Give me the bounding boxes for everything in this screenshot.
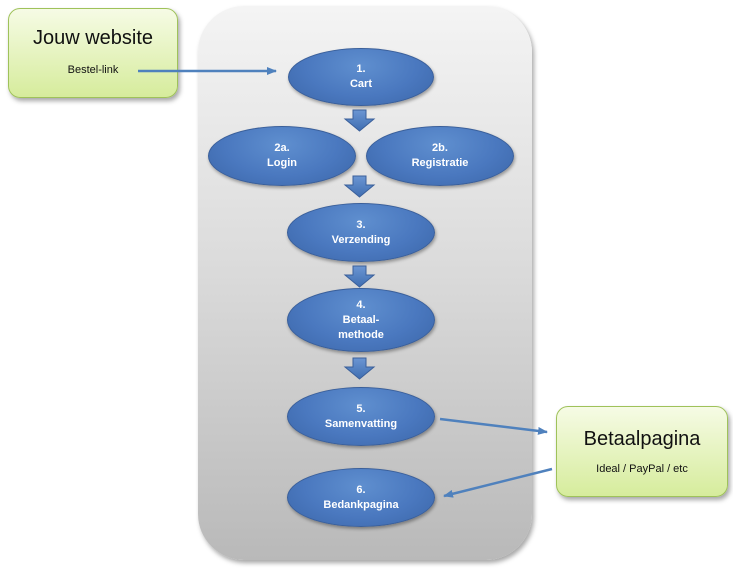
step-registratie-label: Registratie bbox=[411, 157, 469, 169]
step-login-label: Login bbox=[267, 157, 297, 169]
step-cart-number: 1. bbox=[356, 63, 366, 75]
step-bedankpagina-number: 6. bbox=[356, 483, 366, 496]
payment-callout: Betaalpagina Ideal / PayPal / etc bbox=[556, 406, 728, 497]
step-login-number: 2a. bbox=[274, 142, 290, 154]
step-betaalmethode-label-line2: methode bbox=[338, 328, 384, 341]
step-verzending-number: 3. bbox=[356, 218, 366, 231]
payment-methods-label: Ideal / PayPal / etc bbox=[596, 463, 688, 475]
step-registratie: 2b. Registratie bbox=[366, 126, 514, 186]
website-callout: Jouw website Bestel-link bbox=[8, 8, 178, 98]
step-login: 2a. Login bbox=[208, 126, 356, 186]
step-cart: 1. Cart bbox=[288, 48, 434, 106]
step-bedankpagina-label: Bedankpagina bbox=[323, 498, 399, 511]
website-title: Jouw website bbox=[32, 27, 154, 49]
payment-title: Betaalpagina bbox=[583, 428, 701, 450]
step-betaalmethode-label-line1: Betaal- bbox=[342, 313, 380, 326]
step-samenvatting-label: Samenvatting bbox=[324, 417, 398, 430]
step-betaalmethode-number: 4. bbox=[356, 298, 366, 311]
order-link-label: Bestel-link bbox=[67, 64, 119, 76]
step-verzending-label: Verzending bbox=[331, 233, 391, 246]
step-samenvatting-number: 5. bbox=[356, 402, 366, 415]
step-betaalmethode: 4. Betaal- methode bbox=[287, 288, 435, 352]
step-bedankpagina: 6. Bedankpagina bbox=[287, 468, 435, 527]
step-registratie-number: 2b. bbox=[432, 142, 448, 154]
step-cart-label: Cart bbox=[349, 78, 372, 90]
step-samenvatting: 5. Samenvatting bbox=[287, 387, 435, 446]
step-verzending: 3. Verzending bbox=[287, 203, 435, 262]
